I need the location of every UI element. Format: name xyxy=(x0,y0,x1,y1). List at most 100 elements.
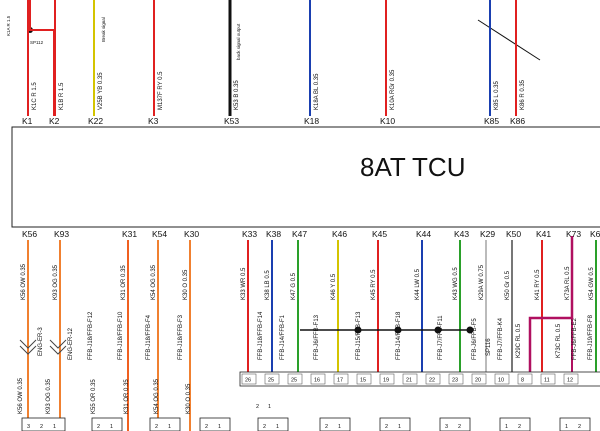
k73-loop-wire xyxy=(528,236,574,372)
harness-label: FFB-J18/FFB-F14 xyxy=(258,311,264,360)
bottom-connector-pin: 2 xyxy=(325,424,328,430)
break-signal-label: Break signal xyxy=(101,17,106,42)
tcu-title: 8AT TCU xyxy=(360,152,465,182)
bottom-connector-pin: 1 xyxy=(276,424,279,430)
bottom-pin-k33: K33 xyxy=(242,229,257,239)
bottom-wire-label: K56 OW 0.35 xyxy=(21,263,27,300)
bottom-connector-pin: 1 xyxy=(338,424,341,430)
splice-dot xyxy=(434,326,442,334)
harness-label: FFB-J18/FFB-F12 xyxy=(88,311,94,360)
bottom-wire-label: K41 RY 0.5 xyxy=(535,269,541,300)
bottom-connector-pin: 3 xyxy=(445,424,448,430)
connector-pin-number: 20 xyxy=(475,378,481,384)
bottom-connector-pin: 2 xyxy=(385,424,388,430)
bottom-wire-label: K93 OG 0.35 xyxy=(53,264,59,300)
lower-wire-label: K55 OR 0.35 xyxy=(91,379,97,414)
lower-wire-labels: K56 OW 0.35 K93 OG 0.35 K55 OR 0.35 K31 OR … xyxy=(18,323,562,414)
bottom-wire-label: K50 Gr 0.5 xyxy=(505,270,511,300)
bottom-pin-k6: K6 xyxy=(590,229,600,239)
bottom-connector xyxy=(559,417,591,431)
bottom-wire-label: K44 LW 0.5 xyxy=(415,268,421,300)
connector-pin-number: 23 xyxy=(452,378,458,384)
harness-label: FFB-J14/FFB-F1 xyxy=(280,314,286,360)
bottom-wire-label: K33 WR 0.5 xyxy=(241,267,247,300)
lower-wire-label: K93 OG 0.35 xyxy=(46,378,52,414)
harness-label: FFB-J18/FFB-F10 xyxy=(118,311,124,360)
harness-label: FFB-J19/FFB-F8 xyxy=(588,314,594,360)
bottom-connector xyxy=(91,417,123,431)
top-pin-k53: K53 xyxy=(224,116,239,126)
top-pin-k22: K22 xyxy=(88,116,103,126)
connector-pin-number: 16 xyxy=(314,378,320,384)
conn-id-1: 1 xyxy=(268,404,271,410)
connector-pin-number: 21 xyxy=(406,378,412,384)
connector-pin-number: 8 xyxy=(521,378,524,384)
bottom-pin-k41: K41 xyxy=(536,229,551,239)
bottom-pin-k29: K29 xyxy=(480,229,495,239)
bottom-pin-k43: K43 xyxy=(454,229,469,239)
lower-wire-label: K29C RL 0.5 xyxy=(516,323,522,358)
bottom-connector-pin: 1 xyxy=(505,424,508,430)
bottom-wire-label: K54 GW 0.5 xyxy=(589,267,595,300)
bottom-pin-k73: K73 xyxy=(566,229,581,239)
eng-arrow-icon xyxy=(49,339,67,355)
bottom-connector xyxy=(379,417,411,431)
inline-connector xyxy=(239,371,600,387)
top-pin-k85: K85 xyxy=(484,116,499,126)
bottom-wire-label: K38 LB 0.5 xyxy=(265,270,271,300)
connector-cell xyxy=(402,373,418,385)
tcu-box xyxy=(11,126,600,228)
bottom-wire-label: K46 Y 0.5 xyxy=(331,273,337,300)
connector-cell xyxy=(448,373,464,385)
bottom-pin-k38: K38 xyxy=(266,229,281,239)
lower-wire-label: K31 OR 0.35 xyxy=(124,379,130,414)
bottom-pin-k54: K54 xyxy=(152,229,167,239)
top-pin-k86: K86 xyxy=(510,116,525,126)
bottom-wire-label: K31 OR 0.35 xyxy=(121,265,127,300)
top-wire-label: K18A BL 0.35 xyxy=(314,73,320,110)
harness-label: FFB-J6/FFB-F13 xyxy=(314,314,320,360)
harness-label: FFB-J18/FFB-F3 xyxy=(178,314,184,360)
bottom-pin-k47: K47 xyxy=(292,229,307,239)
bottom-pin-k56: K56 xyxy=(22,229,37,239)
bottom-wire-label: K30 O 0.35 xyxy=(183,269,189,300)
lower-wire-label: K56 OW 0.35 xyxy=(18,377,24,414)
bottom-wire-label: K73A RL 0.5 xyxy=(565,266,571,300)
conn-id-2: 2 xyxy=(256,404,259,410)
connector-cell xyxy=(287,373,303,385)
connector-cell xyxy=(333,373,349,385)
connector-cell xyxy=(264,373,280,385)
connector-cell xyxy=(563,373,579,385)
bottom-connector-pin: 2 xyxy=(40,424,43,430)
harness-label: FFB-J18/FFB-F4 xyxy=(146,314,152,360)
bottom-connector-pin: 1 xyxy=(110,424,113,430)
harness-label: FFB-J7/FFB-K4 xyxy=(498,317,504,360)
top-pin-k1: K1 xyxy=(22,116,33,126)
connector-cell xyxy=(494,373,510,385)
top-pin-k10: K10 xyxy=(380,116,395,126)
bottom-connector-pin: 1 xyxy=(168,424,171,430)
bottom-connector xyxy=(149,417,181,431)
connector-cell xyxy=(356,373,372,385)
bottom-connector xyxy=(257,417,289,431)
eng-connectors: ENG-ER-3 ENG-ER-12 xyxy=(19,327,74,360)
bottom-connector xyxy=(439,417,471,431)
top-wire-label: K1B R 1.5 xyxy=(59,82,65,110)
lower-wire-label: K54 OG 0.35 xyxy=(154,378,160,414)
bottom-connector-pin: 2 xyxy=(518,424,521,430)
bottom-wire-label: K29A W 0.75 xyxy=(479,264,485,300)
harness-label: FFB-J7/FFB-F11 xyxy=(438,315,444,360)
harness-label: FFB-J15/FFB-F13 xyxy=(356,311,362,360)
connector-cell xyxy=(241,373,257,385)
bottom-connector-pin: 2 xyxy=(578,424,581,430)
splice-sp112: SP112 xyxy=(30,40,44,45)
twist-marker xyxy=(477,19,541,61)
top-wire-label: V25B YB 0.35 xyxy=(98,72,104,110)
bottom-connector-pin: 2 xyxy=(97,424,100,430)
bottom-connector-pin: 1 xyxy=(218,424,221,430)
connector-pin-number: 10 xyxy=(498,378,504,384)
